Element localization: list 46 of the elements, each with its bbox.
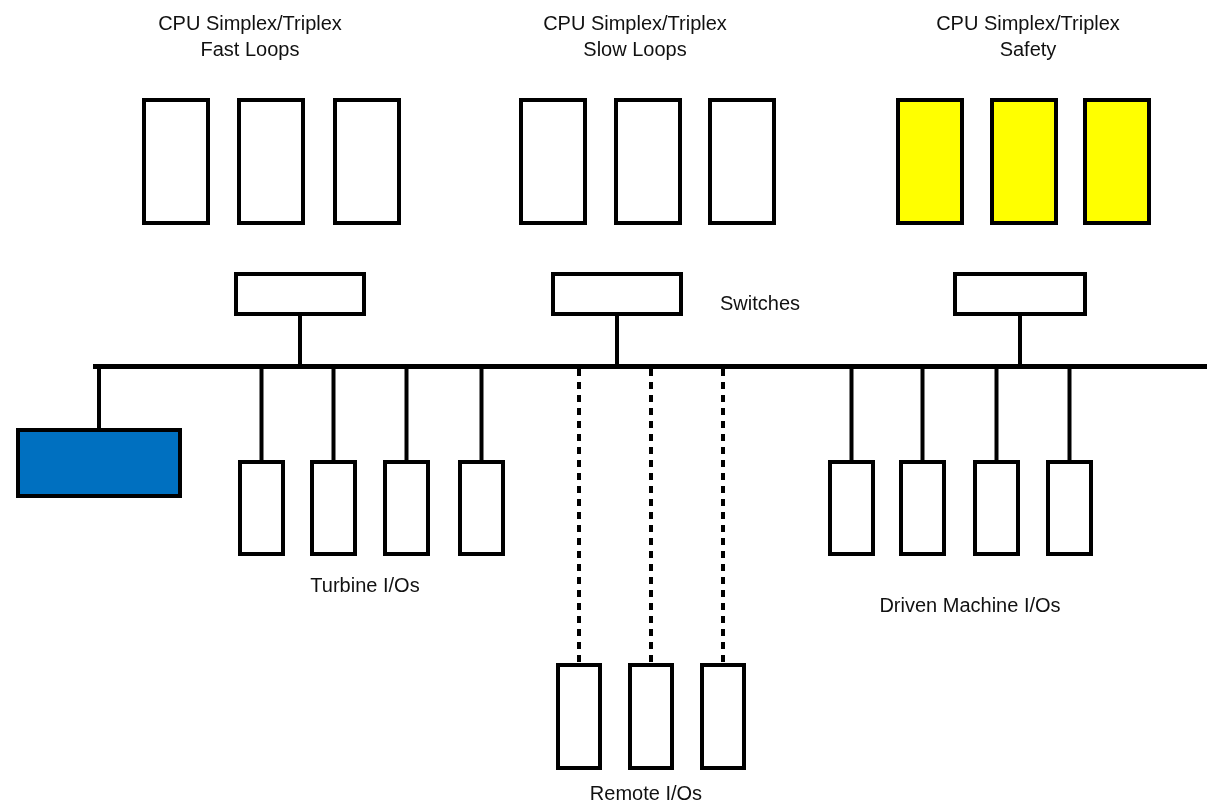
connector-line — [404, 369, 409, 460]
io-module-box — [899, 460, 946, 556]
dashed-connector-line — [649, 369, 653, 663]
connector-line — [994, 369, 999, 460]
cpu-module-box — [708, 98, 776, 225]
monitoring-device-box — [16, 428, 182, 498]
label: Turbine I/Os — [309, 573, 421, 598]
io-module-box — [383, 460, 430, 556]
io-module-box — [556, 663, 602, 770]
dashed-connector-line — [721, 369, 725, 663]
io-module-box — [310, 460, 357, 556]
connector-line — [298, 316, 302, 364]
connector-line — [849, 369, 854, 460]
dashed-connector-line — [577, 369, 581, 663]
io-module-box — [973, 460, 1020, 556]
connector-line — [920, 369, 925, 460]
group-heading: CPU Simplex/Triplex Fast Loops — [157, 11, 343, 62]
connector-line — [479, 369, 484, 460]
cpu-module-box — [237, 98, 305, 225]
io-module-box — [1046, 460, 1093, 556]
connector-line — [259, 369, 264, 460]
io-module-box — [828, 460, 875, 556]
label: Driven Machine I/Os — [878, 593, 1062, 618]
connector-line — [1018, 316, 1022, 364]
cpu-module-box — [333, 98, 401, 225]
switch-box — [953, 272, 1087, 316]
switch-box — [551, 272, 683, 316]
cpu-module-box — [519, 98, 587, 225]
group-heading: CPU Simplex/Triplex Safety — [935, 11, 1121, 62]
cpu-module-box — [990, 98, 1058, 225]
cpu-module-box — [614, 98, 682, 225]
cpu-module-box — [142, 98, 210, 225]
connector-line — [1067, 369, 1072, 460]
connector-line — [615, 316, 619, 364]
cpu-module-box — [1083, 98, 1151, 225]
group-heading: CPU Simplex/Triplex Slow Loops — [542, 11, 728, 62]
io-module-box — [628, 663, 674, 770]
label: Switches — [719, 291, 801, 316]
label: Remote I/Os — [588, 781, 704, 806]
connector-line — [97, 369, 101, 428]
connector-line — [331, 369, 336, 460]
io-module-box — [458, 460, 505, 556]
cpu-module-box — [896, 98, 964, 225]
switch-box — [234, 272, 366, 316]
io-module-box — [238, 460, 285, 556]
io-module-box — [700, 663, 746, 770]
